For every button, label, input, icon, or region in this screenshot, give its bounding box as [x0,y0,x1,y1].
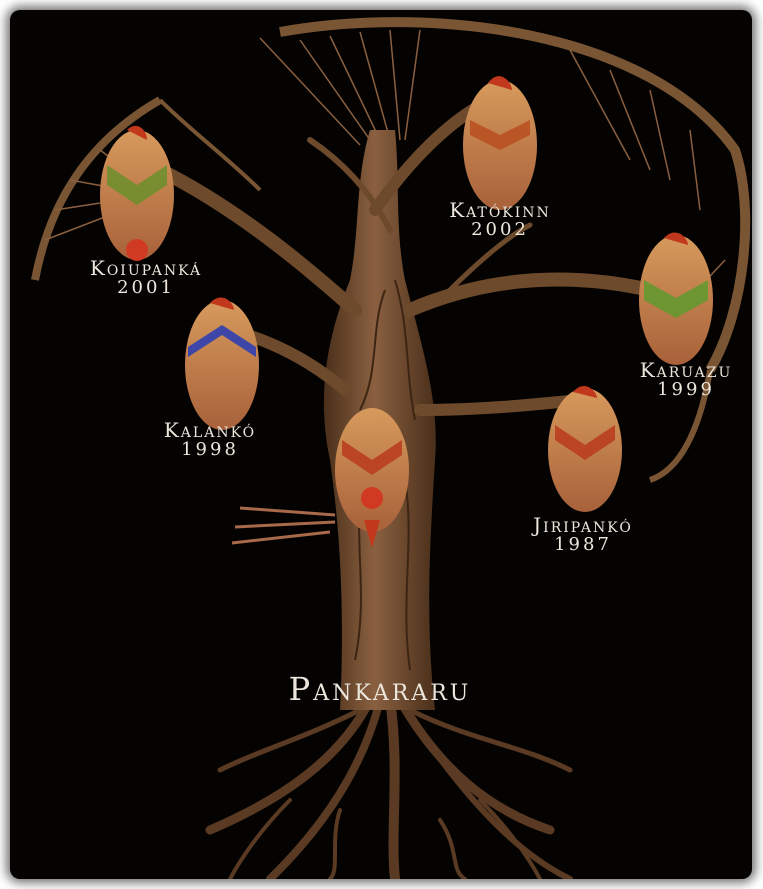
illustration-frame: Koiupanká 2001 Katókinn 2002 Karuazu 199… [10,10,752,879]
branch-year: 1999 [640,381,733,400]
branch-label-karuazu: Karuazu 1999 [640,360,733,400]
arrows [232,508,335,543]
mask-katokinn [463,76,537,210]
mask-kalanko [185,297,259,430]
branch-year: 1998 [164,441,256,460]
branch-label-kalanko: Kalankó 1998 [164,420,256,460]
mask-koiupanka [100,126,174,261]
branch-name: Kalankó [164,420,256,441]
branch-label-koiupanka: Koiupanká 2001 [90,258,202,298]
branch-name: Koiupanká [90,258,202,279]
root-label: Pankararu [289,670,472,708]
mask-karuazu [639,232,713,365]
branch-name: Jiripankó [533,515,633,536]
tree-illustration [10,10,752,879]
branch-label-katokinn: Katókinn 2002 [449,200,551,240]
branch-year: 2002 [449,221,551,240]
roots [210,700,570,879]
branch-year: 1987 [533,536,633,555]
branch-year: 2001 [90,279,202,298]
branch-name: Katókinn [449,200,551,221]
branch-label-jiripanko: Jiripankó 1987 [533,515,633,555]
branch-name: Karuazu [640,360,733,381]
